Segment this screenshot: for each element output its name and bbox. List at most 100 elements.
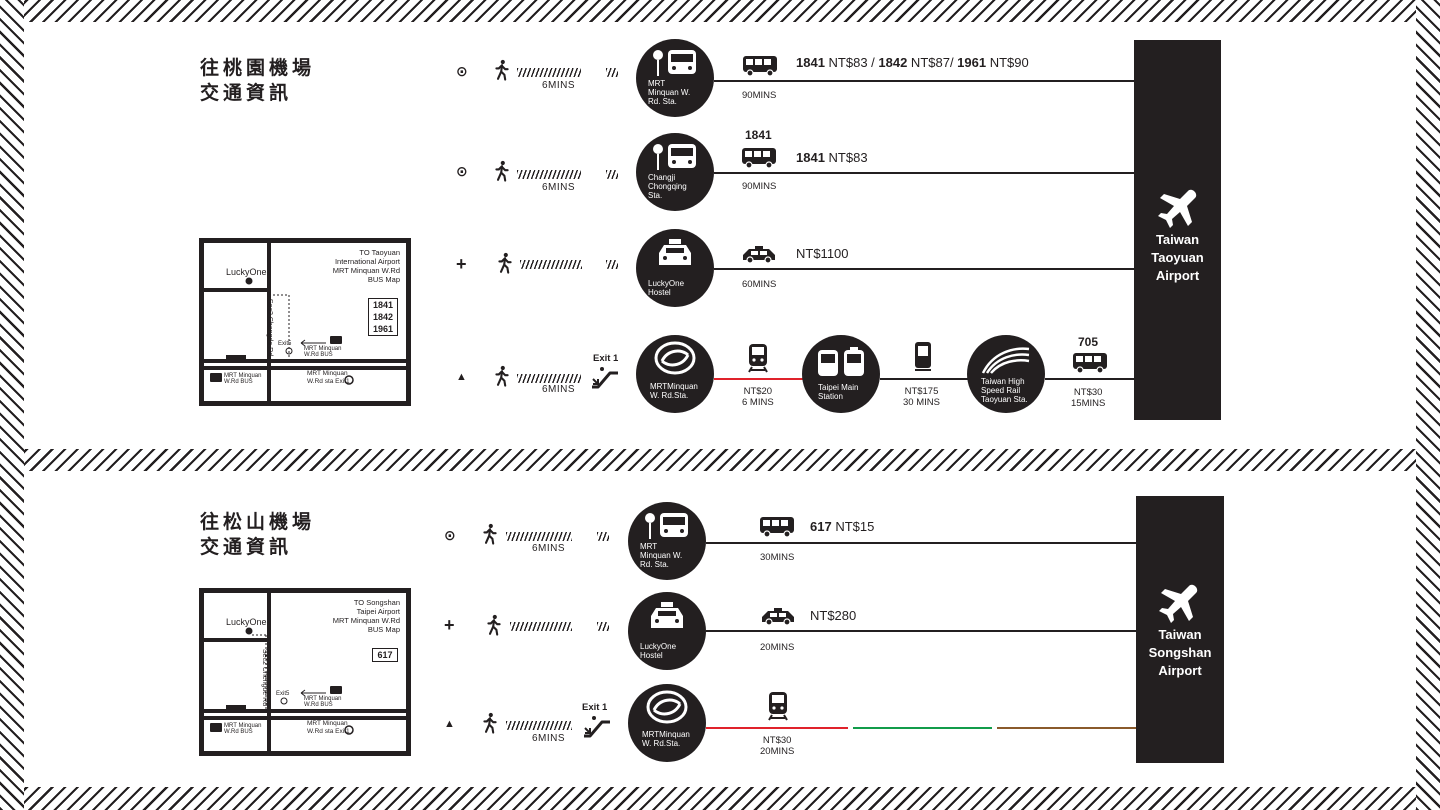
row-symbol-bus: ⊙: [444, 527, 456, 543]
walk-mins: 6MINS: [532, 733, 566, 744]
map-route-box: 617: [372, 648, 398, 662]
walk-icon: [494, 160, 510, 182]
walk-mins: 6MINS: [542, 182, 576, 193]
route-number: 705: [1078, 335, 1099, 349]
airport-bar-taoyuan: Taiwan Taoyuan Airport: [1134, 40, 1221, 420]
bus-icon: [757, 516, 797, 538]
duration-text: 20MINS: [760, 642, 795, 653]
duration-text: 90MINS: [742, 90, 777, 101]
walk-icon: [494, 365, 510, 387]
airplane-icon: [1159, 583, 1199, 623]
map-road-label: Sec2 Chengde Rd: [266, 298, 274, 357]
bus-stop-icon: [653, 144, 696, 170]
exit-label: Exit 1: [593, 353, 619, 364]
map-mrt-bus-label: MRT Minquan W.Rd BUS: [304, 696, 342, 708]
bus-map-songshan: LuckyOne TO Songshan Taipei Airport MRT …: [199, 588, 411, 756]
bus-icon: [741, 147, 777, 169]
mrt-logo-icon: [654, 341, 696, 375]
bus-icon: [1072, 352, 1108, 374]
map-mrt-bus-label: MRT Minquan W.Rd BUS: [304, 346, 342, 358]
route-line: [714, 172, 1134, 174]
walk-icon: [494, 59, 510, 81]
escalator-icon: [590, 365, 620, 393]
walk-path: [517, 374, 581, 383]
section-title-taoyuan: 往桃園機場 交通資訊: [200, 57, 316, 104]
walk-path: [510, 622, 572, 631]
path-break: [597, 532, 609, 541]
stop-circle-luckyone-hostel: LuckyOne Hostel: [628, 592, 706, 670]
hsr-logo-icon: [981, 347, 1030, 374]
route-number: 1841: [745, 128, 772, 142]
walk-icon: [486, 614, 502, 636]
fare-text: NT$280: [810, 608, 857, 623]
stop-circle-mrt-station: MRTMinquan W. Rd.Sta.: [628, 684, 706, 762]
row-symbol-taxi: +: [456, 254, 467, 274]
right-hatch-border: [1416, 0, 1440, 810]
stop-circle-mrt-minquan: MRT Minquan W. Rd. Sta.: [628, 502, 706, 580]
route-line: [706, 542, 1136, 544]
bus-stop-icon: [653, 50, 696, 76]
map-luckyone-label: LuckyOne: [226, 267, 267, 277]
airport-bar-songshan: Taiwan Songshan Airport: [1136, 496, 1224, 763]
route-line: [714, 80, 1134, 82]
train-icon: [767, 691, 789, 721]
walk-path: [506, 532, 572, 541]
map-route-box: 1841 1842 1961: [368, 298, 398, 336]
map-mrt-station-label: MRT Minquan W.Rd sta Exit1: [307, 720, 350, 735]
escalator-icon: [582, 714, 612, 742]
mrt-red-line: [714, 378, 806, 380]
bus-icon: [742, 55, 778, 77]
walk-path: [517, 68, 581, 77]
path-break: [606, 170, 618, 179]
duration-text: 90MINS: [742, 181, 777, 192]
map-exit5-label: Exit5: [276, 691, 290, 697]
duration-text: 30MINS: [760, 552, 795, 563]
path-break: [606, 68, 618, 77]
walk-mins: 6MINS: [542, 80, 576, 91]
mrt-logo-icon: [646, 690, 688, 724]
duration-text: 60MINS: [742, 279, 777, 290]
train-icon: [915, 342, 931, 371]
row-symbol-mrt: ▲: [444, 718, 455, 730]
exit-label: Exit 1: [582, 702, 608, 713]
taxi-icon: [759, 608, 797, 626]
leg-fare: NT$175 30 MINS: [903, 386, 940, 408]
top-hatch-border: [0, 0, 1440, 22]
row-symbol-mrt: ▲: [456, 371, 467, 383]
map-mrt-bus-left-label: MRT Minquan W.Rd BUS: [224, 373, 262, 385]
stop-circle-mrt-station: MRTMinquan W. Rd.Sta.: [636, 335, 714, 413]
stop-circle-taipei-main: Taipei Main Station: [802, 335, 880, 413]
street-map-graphic: [204, 593, 406, 751]
walk-mins: 6MINS: [542, 384, 576, 395]
stop-circle-changji: Changji Chongqing Sta.: [636, 133, 714, 211]
row-symbol-bus: ⊙: [456, 163, 468, 179]
bottom-hatch-border: [0, 787, 1440, 810]
route-line: [1045, 378, 1134, 380]
stop-circle-hsr-taoyuan: Taiwan High Speed Rail Taoyuan Sta.: [967, 335, 1045, 413]
route-line: [714, 268, 1134, 270]
stop-circle-mrt-minquan: MRT Minquan W. Rd. Sta.: [636, 39, 714, 117]
map-mrt-station-label: MRT Minquan W.Rd sta Exit1: [307, 370, 350, 385]
train-icon: [818, 347, 864, 376]
map-exit5-label: Exit5: [278, 341, 292, 347]
walk-icon: [482, 523, 498, 545]
street-map-graphic: [204, 243, 406, 401]
fare-text: 1841 NT$83 / 1842 NT$87/ 1961 NT$90: [796, 55, 1029, 70]
walk-icon: [482, 712, 498, 734]
map-road-label: Sec2 Chengde Rd: [261, 648, 269, 707]
leg-fare: NT$30 20MINS: [760, 735, 795, 757]
stop-circle-luckyone-hostel: LuckyOne Hostel: [636, 229, 714, 307]
taxi-icon: [659, 239, 691, 265]
map-luckyone-label: LuckyOne: [226, 617, 267, 627]
fare-text: 617 NT$15: [810, 519, 875, 534]
fare-text: 1841 NT$83: [796, 150, 868, 165]
route-line: [706, 630, 1136, 632]
taxi-icon: [651, 602, 683, 628]
mrt-green-line: [853, 727, 992, 729]
taxi-icon: [741, 246, 777, 264]
route-line: [880, 378, 970, 380]
walk-path: [520, 260, 582, 269]
row-symbol-taxi: +: [444, 615, 455, 635]
mrt-brown-line: [997, 727, 1136, 729]
map-mrt-bus-left-label: MRT Minquan W.Rd BUS: [224, 723, 262, 735]
